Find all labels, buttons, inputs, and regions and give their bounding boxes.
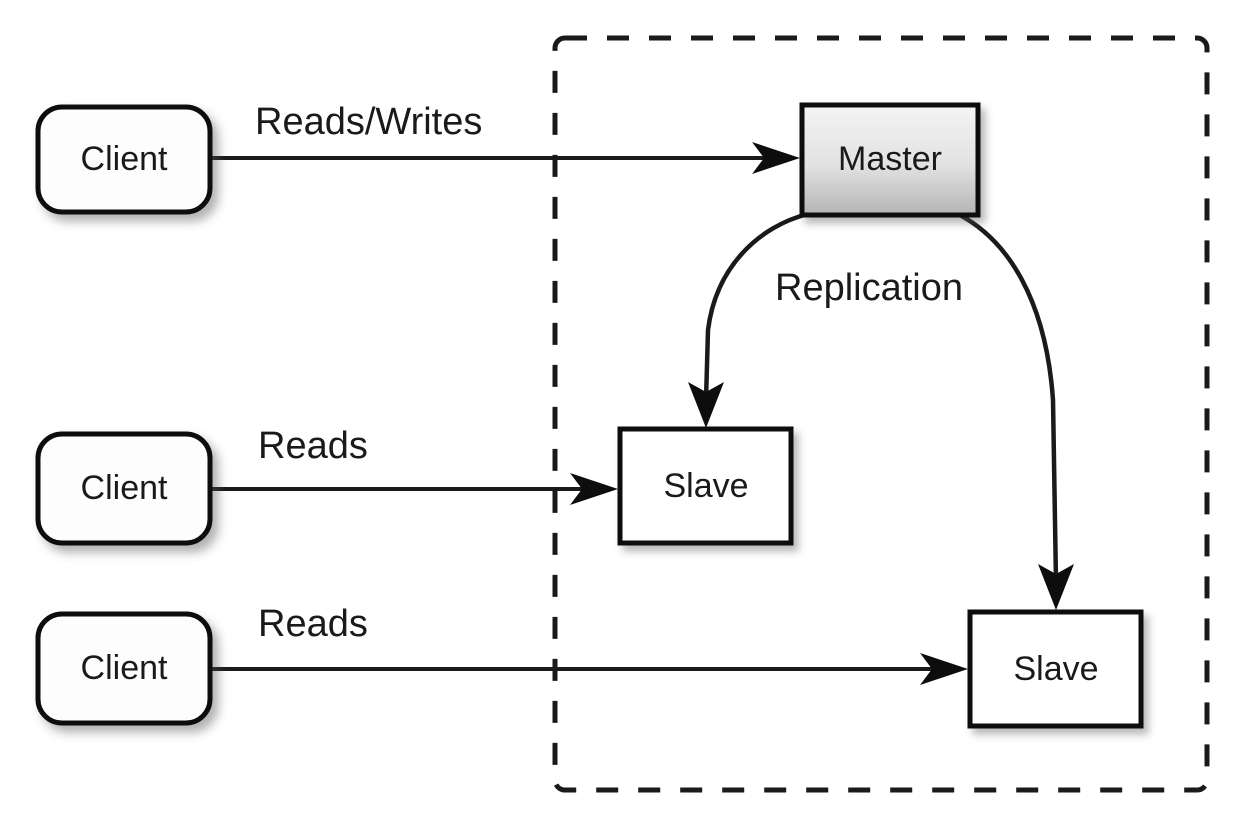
node-client-1[interactable]: Client [35,104,213,215]
arrowhead-icon [752,142,800,174]
master-label: Master [838,140,942,178]
arrowhead-icon [570,473,618,505]
edge-label-reads-1: Reads [258,425,368,467]
slave-2-label: Slave [1013,650,1098,688]
edge-label-reads-2: Reads [258,603,368,645]
node-client-3[interactable]: Client [35,611,213,726]
edge-label-reads-writes: Reads/Writes [255,101,482,143]
arrowhead-icon [920,653,968,685]
edge-master-slave2 [955,211,1074,610]
node-client-2[interactable]: Client [35,431,213,546]
master-box[interactable] [799,102,981,218]
slave-1-label: Slave [663,467,748,505]
slave-2-box[interactable] [967,609,1144,729]
client-1-box[interactable] [35,104,213,215]
client-3-label: Client [81,649,168,687]
arrowhead-icon [1038,564,1074,610]
edge-label-replication: Replication [775,267,963,309]
node-slave-1[interactable]: Slave [617,426,794,546]
edge-client2-slave1 [212,473,618,505]
edge-curve [703,211,811,403]
edge-client3-slave2 [212,653,968,685]
slave-1-box[interactable] [617,426,794,546]
client-3-box[interactable] [35,611,213,726]
client-1-label: Client [81,140,168,178]
arrowhead-icon [688,382,724,428]
node-master[interactable]: Master [799,102,981,218]
client-2-label: Client [81,469,168,507]
client-2-box[interactable] [35,431,213,546]
replication-boundary [552,35,1210,793]
edge-curve [955,211,1059,585]
edge-client1-master [212,142,800,174]
edge-master-slave1 [688,211,811,428]
node-slave-2[interactable]: Slave [967,609,1144,729]
